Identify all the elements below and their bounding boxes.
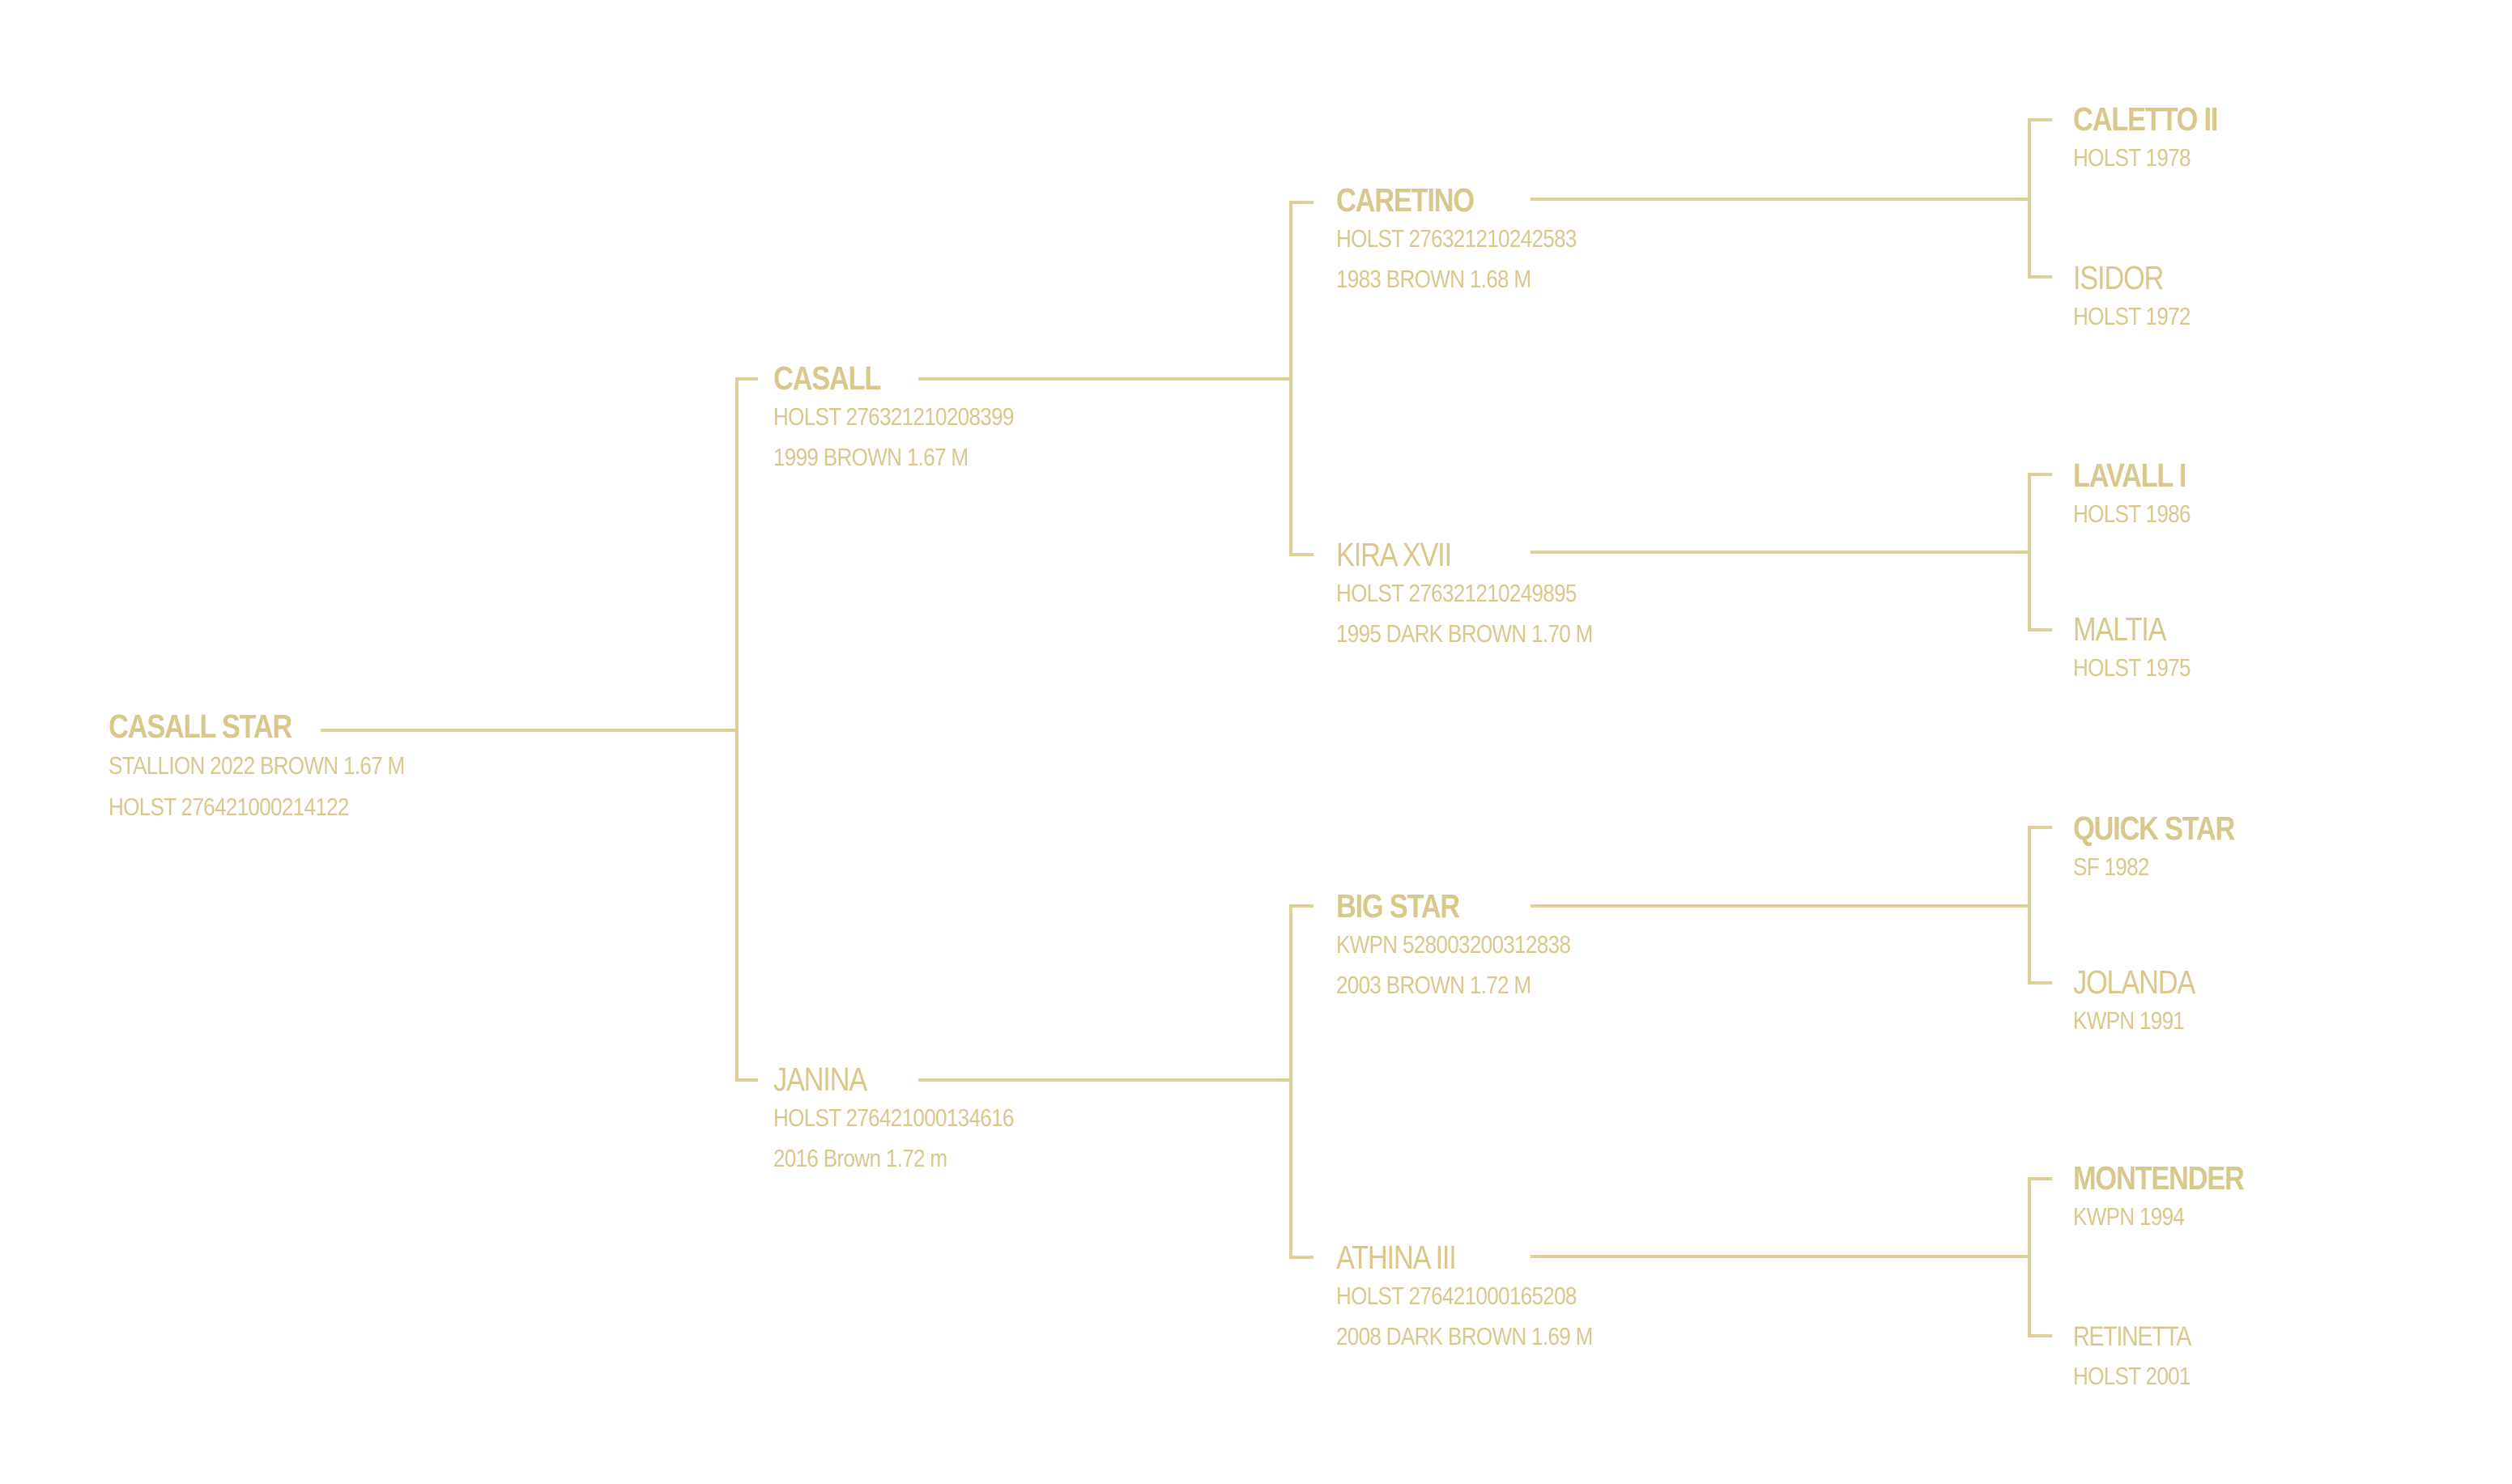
horse-dam-sire-dam: JOLANDA KWPN 1991 (2073, 963, 2218, 1041)
horse-name: MONTENDER (2073, 1159, 2245, 1197)
horse-details: 2016 Brown 1.72 m (773, 1144, 947, 1172)
horse-registration: HOLST 1975 (2073, 653, 2191, 682)
horse-registration: HOLST 276421000134616 (773, 1103, 1014, 1132)
horse-name: JOLANDA (2073, 963, 2195, 1001)
horse-name: CASALL (773, 359, 881, 397)
horse-sire-dam: KIRA XVII HOLST 276321210249895 1995 DAR… (1336, 536, 1641, 654)
horse-name: MALTIA (2073, 610, 2167, 648)
horse-details: 1983 BROWN 1.68 M (1336, 265, 1531, 293)
horse-dam-dam-dam: RETINETTA HOLST 2001 (2073, 1318, 2213, 1397)
horse-sire-sire-sire: CALETTO II HOLST 1978 (2073, 100, 2245, 178)
horse-name: JANINA (773, 1061, 867, 1098)
horse-details: 2003 BROWN 1.72 M (1336, 971, 1531, 999)
horse-sire-dam-dam: MALTIA HOLST 1975 (2073, 610, 2212, 688)
horse-dam-dam: ATHINA III HOLST 276421000165208 2008 DA… (1336, 1239, 1641, 1357)
horse-details: 1999 BROWN 1.67 M (773, 443, 969, 471)
horse-registration: SF 1982 (2073, 853, 2149, 881)
horse-name: CASALL STAR (109, 708, 292, 745)
horse-registration: HOLST 276321210249895 (1336, 579, 1577, 607)
horse-name: CARETINO (1336, 181, 1475, 219)
horse-registration: HOLST 276321210208399 (773, 402, 1014, 431)
horse-name: KIRA XVII (1336, 536, 1452, 573)
horse-registration: KWPN 1991 (2073, 1006, 2185, 1035)
horse-details: STALLION 2022 BROWN 1.67 M (109, 751, 405, 780)
horse-registration: KWPN 1994 (2073, 1202, 2185, 1231)
horse-name: LAVALL I (2073, 457, 2186, 494)
horse-sire-dam-sire: LAVALL I HOLST 1986 (2073, 457, 2212, 534)
horse-details: 2008 DARK BROWN 1.69 M (1336, 1322, 1593, 1350)
horse-sire-sire-dam: ISIDOR HOLST 1972 (2073, 259, 2212, 337)
horse-registration: HOLST 276421000165208 (1336, 1282, 1577, 1310)
horse-name: ISIDOR (2073, 259, 2164, 296)
horse-dam-sire: BIG STAR KWPN 528003200312838 2003 BROWN… (1336, 887, 1615, 1006)
horse-name: RETINETTA (2073, 1321, 2191, 1352)
horse-name: CALETTO II (2073, 100, 2218, 138)
horse-subject: CASALL STAR STALLION 2022 BROWN 1.67 M H… (109, 708, 461, 827)
horse-dam-dam-sire: MONTENDER KWPN 1994 (2073, 1159, 2276, 1237)
horse-name: ATHINA III (1336, 1239, 1457, 1276)
horse-name: BIG STAR (1336, 887, 1460, 925)
horse-registration: HOLST 276421000214122 (109, 793, 349, 821)
horse-registration: HOLST 1978 (2073, 143, 2191, 172)
horse-sire-sire: CARETINO HOLST 276321210242583 1983 BROW… (1336, 181, 1622, 300)
horse-details: 1995 DARK BROWN 1.70 M (1336, 619, 1593, 648)
horse-registration: HOLST 1972 (2073, 302, 2191, 330)
horse-registration: KWPN 528003200312838 (1336, 930, 1571, 959)
horse-registration: HOLST 2001 (2073, 1362, 2191, 1390)
horse-dam-sire-sire: QUICK STAR SF 1982 (2073, 810, 2265, 887)
horse-name: QUICK STAR (2073, 810, 2235, 847)
horse-sire: CASALL HOLST 276321210208399 1999 BROWN … (773, 359, 1059, 478)
horse-registration: HOLST 1986 (2073, 500, 2191, 528)
horse-dam: JANINA HOLST 276421000134616 2016 Brown … (773, 1061, 1059, 1179)
horse-registration: HOLST 276321210242583 (1336, 224, 1577, 253)
